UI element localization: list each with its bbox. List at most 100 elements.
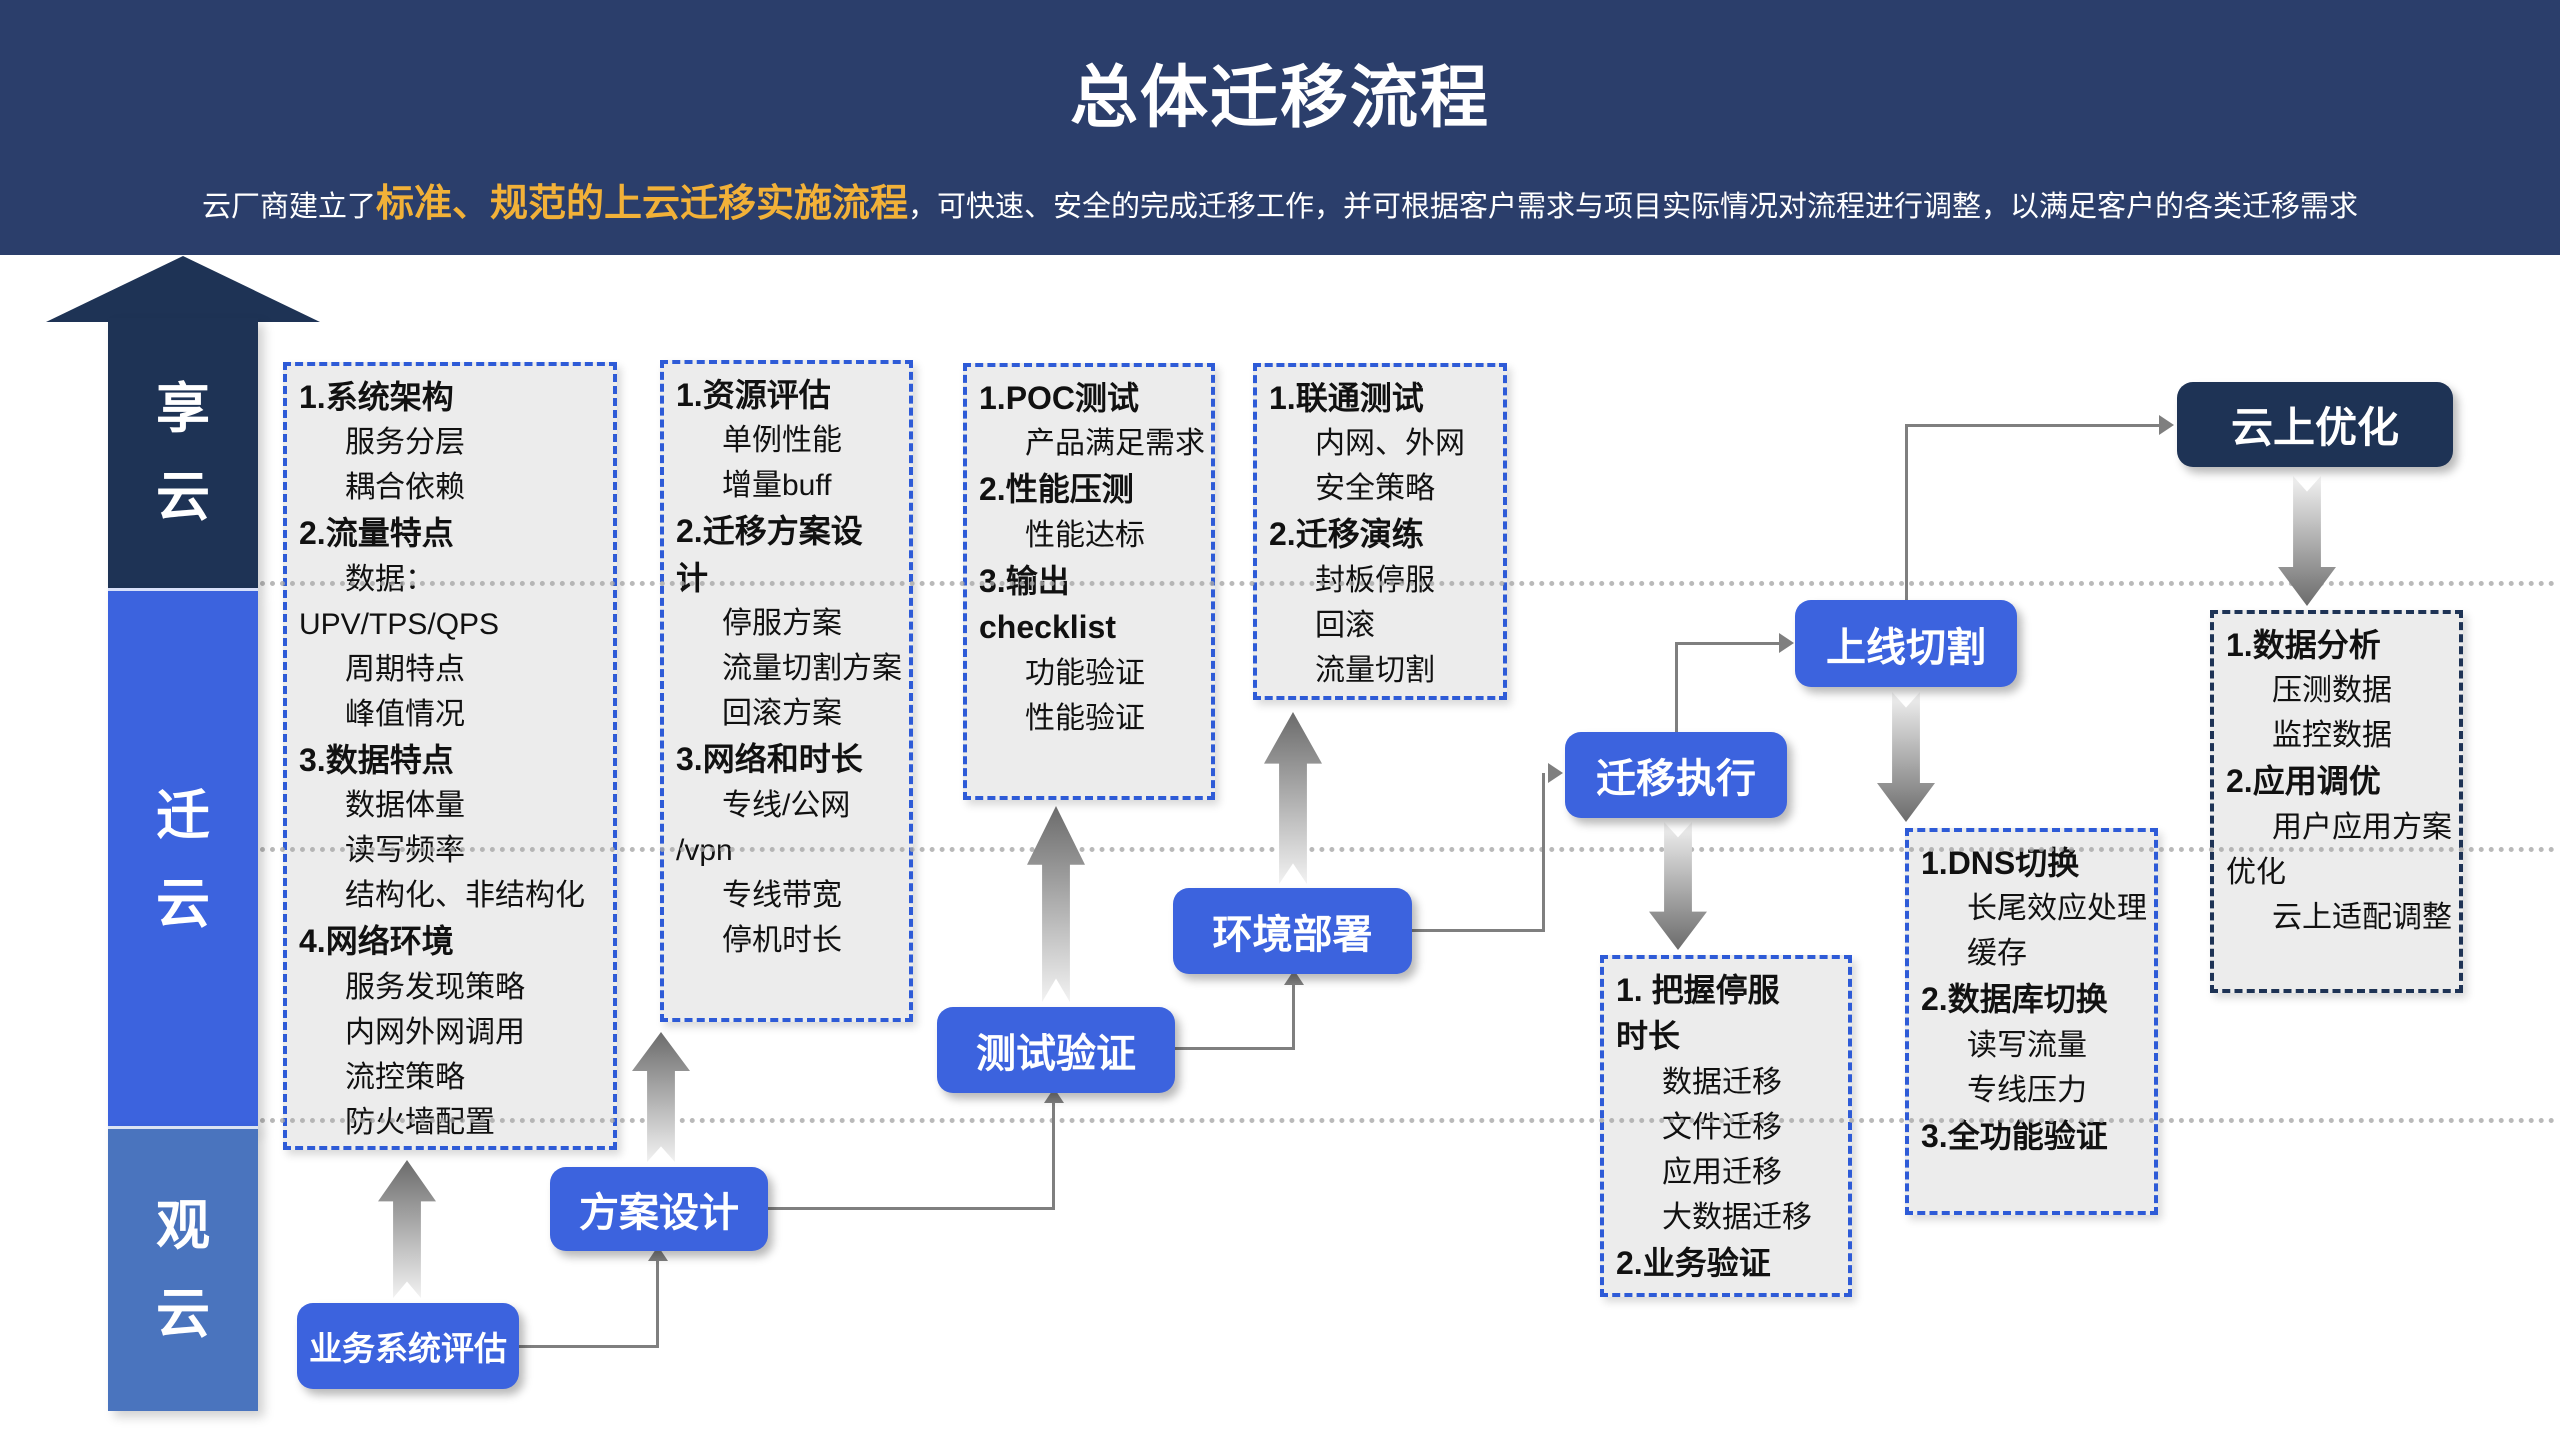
connector-line xyxy=(656,1258,659,1348)
box-line: 2.迁移方案设 xyxy=(676,513,863,550)
stage-label: 迁云 xyxy=(156,789,210,931)
stage-char: 云 xyxy=(156,1284,210,1344)
box-line: 2.数据库切换 xyxy=(1921,981,2108,1018)
connector-line xyxy=(1542,773,1545,931)
subtitle-prefix: 云厂商建立了 xyxy=(201,191,376,223)
box-line: 读写流量 xyxy=(1967,1028,2087,1062)
box-line: 安全策略 xyxy=(1315,472,1435,506)
box-line: 流量切割方案 xyxy=(722,652,902,686)
connector-line xyxy=(1292,982,1295,1050)
box-line: 大数据迁移 xyxy=(1662,1200,1812,1234)
box-line: 结构化、非结构化 xyxy=(345,879,585,913)
box-line: 专线压力 xyxy=(1967,1073,2087,1107)
box-line: 2.流量特点 xyxy=(299,515,454,552)
box-line: 2.性能压测 xyxy=(979,471,1134,508)
box-line: 3.输出 xyxy=(979,562,1070,599)
stage-char: 迁 xyxy=(156,786,210,846)
box-line: 计 xyxy=(676,559,709,596)
box-line: 回滚 xyxy=(1315,608,1375,642)
box-line: 缓存 xyxy=(1967,937,2027,971)
box-line: 性能验证 xyxy=(1025,701,1145,735)
step-business-system-assessment: 业务系统评估 xyxy=(297,1303,519,1389)
box-line: 流量切割 xyxy=(1315,653,1435,687)
box-line: 周期特点 xyxy=(345,652,465,686)
box-line: 数据迁移 xyxy=(1662,1065,1782,1099)
block-arrow-up-icon xyxy=(1027,806,1085,1002)
step-cutover: 上线切割 xyxy=(1795,600,2017,687)
box-line: 2.应用调优 xyxy=(2226,763,2381,800)
connector-line xyxy=(1052,1100,1055,1210)
box-line: 1.系统架构 xyxy=(299,379,454,415)
stage-segment-qianyun: 迁云 xyxy=(108,588,258,1129)
box-line: 用户应用方案 xyxy=(2272,810,2452,844)
box-line: 4.网络环境 xyxy=(299,923,454,960)
connector-line xyxy=(1675,642,1781,645)
box-line: 3.网络和时长 xyxy=(676,741,863,778)
block-arrow-up-icon xyxy=(378,1160,436,1298)
block-arrow-down-icon xyxy=(2278,476,2336,606)
box-line: 回滚方案 xyxy=(722,697,842,731)
block-arrow-up-icon xyxy=(1264,712,1322,884)
box-line: 停机时长 xyxy=(722,923,842,957)
box-line: 封板停服 xyxy=(1315,563,1435,597)
box-line: 文件迁移 xyxy=(1662,1110,1782,1144)
box-line: 1.资源评估 xyxy=(676,377,831,413)
box-line: 1.POC测试 xyxy=(979,380,1140,416)
step-test-verify: 测试验证 xyxy=(937,1007,1175,1093)
step-env-deploy: 环境部署 xyxy=(1173,888,1412,974)
box-line: 云上适配调整 xyxy=(2272,900,2452,934)
block-arrow-down-icon xyxy=(1877,692,1935,822)
box-line: 性能达标 xyxy=(1025,518,1145,552)
subtitle-highlight: 标准、规范的上云迁移实施流程 xyxy=(375,183,908,225)
step-migration-exec: 迁移执行 xyxy=(1565,732,1787,818)
stage-label: 观云 xyxy=(156,1199,210,1341)
box-line: 服务分层 xyxy=(345,426,465,460)
block-arrow-down-icon xyxy=(1649,822,1707,950)
box-line: 时长 xyxy=(1616,1018,1681,1055)
step-cloud-optimize: 云上优化 xyxy=(2177,382,2453,467)
box-line: checklist xyxy=(979,609,1116,646)
box-line: 产品满足需求 xyxy=(1025,427,1205,461)
stage-segment-guanyun: 观云 xyxy=(108,1126,258,1411)
box-line: 2.迁移演练 xyxy=(1269,516,1424,553)
box-line: 流控策略 xyxy=(345,1060,465,1094)
dotted-separator-3 xyxy=(260,1118,2556,1123)
connector-arrowhead-icon xyxy=(1779,633,1794,653)
box-line: 压测数据 xyxy=(2272,674,2392,708)
box-line: 专线/公网 xyxy=(722,788,851,822)
stage-char: 观 xyxy=(156,1196,210,1256)
box-line: 内网外网调用 xyxy=(345,1015,525,1049)
box-line: 应用迁移 xyxy=(1662,1155,1782,1189)
box-line: 优化 xyxy=(2226,855,2286,889)
box-line: UPV/TPS/QPS xyxy=(299,607,500,641)
box-line: 1. 把握停服 xyxy=(1616,972,1780,1008)
stage-char: 云 xyxy=(156,467,210,527)
stage-char: 云 xyxy=(156,874,210,934)
box-line: 长尾效应处理 xyxy=(1967,892,2147,926)
box-line: 内网、外网 xyxy=(1315,427,1465,461)
dotted-separator-2 xyxy=(260,847,2556,852)
box-line: 增量buff xyxy=(722,469,832,503)
box-line: 1.数据分析 xyxy=(2226,627,2381,663)
header-band: 总体迁移流程 云厂商建立了标准、规范的上云迁移实施流程，可快速、安全的完成迁移工… xyxy=(0,0,2560,255)
subtitle: 云厂商建立了标准、规范的上云迁移实施流程，可快速、安全的完成迁移工作，并可根据客… xyxy=(0,172,2560,227)
box-line: 耦合依赖 xyxy=(345,471,465,505)
connector-line xyxy=(767,1207,1055,1210)
dotted-separator-1 xyxy=(260,581,2556,586)
step-plan-design: 方案设计 xyxy=(550,1167,768,1251)
block-arrow-up-icon xyxy=(632,1032,690,1162)
stage-char: 享 xyxy=(156,379,210,439)
connector-line xyxy=(1905,424,1908,602)
box-line: 峰值情况 xyxy=(345,697,465,731)
stage-label: 享云 xyxy=(156,382,210,524)
box-line: 服务发现策略 xyxy=(345,970,525,1004)
connector-line xyxy=(1675,642,1678,734)
page-title: 总体迁移流程 xyxy=(1069,60,1490,136)
connector-arrowhead-icon xyxy=(1548,763,1563,783)
box-line: 3.全功能验证 xyxy=(1921,1117,2108,1154)
box-line: 单例性能 xyxy=(722,424,842,458)
